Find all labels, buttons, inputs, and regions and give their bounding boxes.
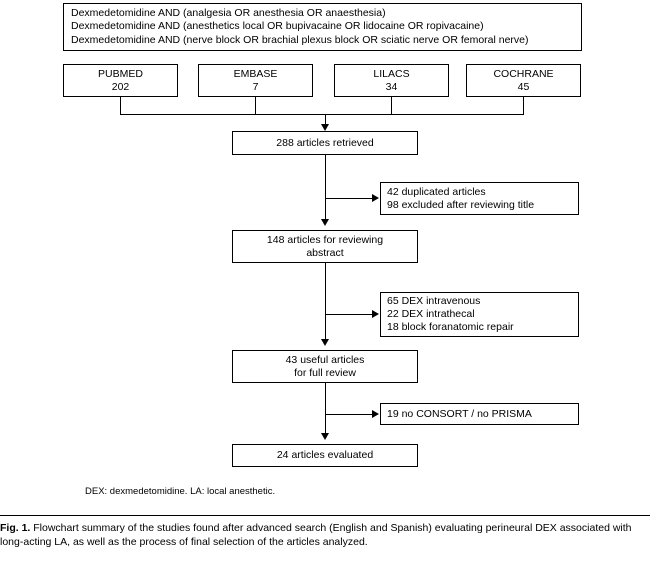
database-name-lilacs: LILACS bbox=[373, 67, 410, 80]
stage-retrieved-line-1: 288 articles retrieved bbox=[276, 136, 374, 149]
stage-useful-line-2: for full review bbox=[294, 366, 356, 379]
arrow-to-exclusion-2 bbox=[372, 310, 379, 318]
database-name-pubmed: PUBMED bbox=[98, 67, 143, 80]
database-name-cochrane: COCHRANE bbox=[493, 67, 554, 80]
connector-merge-bar bbox=[120, 114, 524, 115]
stage-evaluated-line-1: 24 articles evaluated bbox=[276, 449, 374, 461]
arrow-to-useful bbox=[321, 339, 329, 346]
connector-abstract-to-useful bbox=[325, 263, 326, 340]
exclusion-2-line-3: 18 block foranatomic repair bbox=[387, 321, 514, 333]
search-query-line-3: Dexmedetomidine AND (nerve block OR brac… bbox=[71, 33, 529, 46]
connector-merge-down bbox=[325, 114, 326, 125]
arrow-to-evaluated bbox=[321, 433, 329, 440]
caption-divider bbox=[0, 515, 650, 516]
exclusion-2-line-2: 22 DEX intrathecal bbox=[387, 308, 475, 320]
stage-box-abstract: 148 articles for reviewing abstract bbox=[232, 230, 418, 263]
exclusion-box-1: 42 duplicated articles 98 excluded after… bbox=[380, 182, 579, 215]
figure-caption-text: Flowchart summary of the studies found a… bbox=[0, 522, 632, 548]
database-box-cochrane: COCHRANE 45 bbox=[466, 64, 581, 97]
arrow-to-exclusion-3 bbox=[372, 410, 379, 418]
exclusion-2-line-1: 65 DEX intravenous bbox=[387, 295, 481, 307]
database-box-lilacs: LILACS 34 bbox=[334, 64, 449, 97]
search-query-line-1: Dexmedetomidine AND (analgesia OR anesth… bbox=[71, 6, 386, 19]
arrow-to-retrieved bbox=[321, 124, 329, 131]
exclusion-box-3: 19 no CONSORT / no PRISMA bbox=[380, 403, 579, 425]
exclusion-box-2: 65 DEX intravenous 22 DEX intrathecal 18… bbox=[380, 292, 579, 337]
connector-useful-to-evaluated bbox=[325, 383, 326, 434]
database-box-embase: EMBASE 7 bbox=[198, 64, 313, 97]
figure-caption: Fig. 1. Flowchart summary of the studies… bbox=[0, 521, 640, 549]
connector-branch-exclusion-1 bbox=[325, 198, 373, 199]
connector-branch-exclusion-2 bbox=[325, 314, 373, 315]
database-count-pubmed: 202 bbox=[111, 80, 130, 93]
figure-caption-label: Fig. 1. bbox=[0, 522, 31, 534]
stage-useful-line-1: 43 useful articles bbox=[285, 353, 365, 366]
database-name-embase: EMBASE bbox=[233, 67, 278, 80]
connector-retrieved-to-abstract bbox=[325, 155, 326, 220]
stage-box-retrieved: 288 articles retrieved bbox=[232, 131, 418, 155]
exclusion-1-line-2: 98 excluded after reviewing title bbox=[387, 198, 535, 211]
stage-abstract-line-2: abstract bbox=[306, 246, 344, 259]
connector-lilacs-down bbox=[391, 97, 392, 114]
connector-pubmed-down bbox=[120, 97, 121, 114]
figure-footnote: DEX: dexmedetomidine. LA: local anesthet… bbox=[85, 486, 276, 497]
connector-branch-exclusion-3 bbox=[325, 414, 373, 415]
arrow-to-exclusion-1 bbox=[372, 194, 379, 202]
connector-cochrane-down bbox=[523, 97, 524, 114]
database-count-lilacs: 34 bbox=[385, 80, 398, 93]
stage-box-evaluated: 24 articles evaluated bbox=[232, 444, 418, 467]
arrow-to-abstract bbox=[321, 219, 329, 226]
stage-box-useful: 43 useful articles for full review bbox=[232, 350, 418, 383]
search-query-box: Dexmedetomidine AND (analgesia OR anesth… bbox=[63, 3, 582, 51]
database-box-pubmed: PUBMED 202 bbox=[63, 64, 178, 97]
exclusion-1-line-1: 42 duplicated articles bbox=[387, 185, 486, 198]
exclusion-3-line-1: 19 no CONSORT / no PRISMA bbox=[387, 407, 532, 420]
stage-abstract-line-1: 148 articles for reviewing bbox=[266, 233, 384, 246]
database-count-embase: 7 bbox=[252, 80, 259, 93]
search-query-line-2: Dexmedetomidine AND (anesthetics local O… bbox=[71, 20, 484, 33]
connector-embase-down bbox=[255, 97, 256, 114]
database-count-cochrane: 45 bbox=[517, 80, 530, 93]
